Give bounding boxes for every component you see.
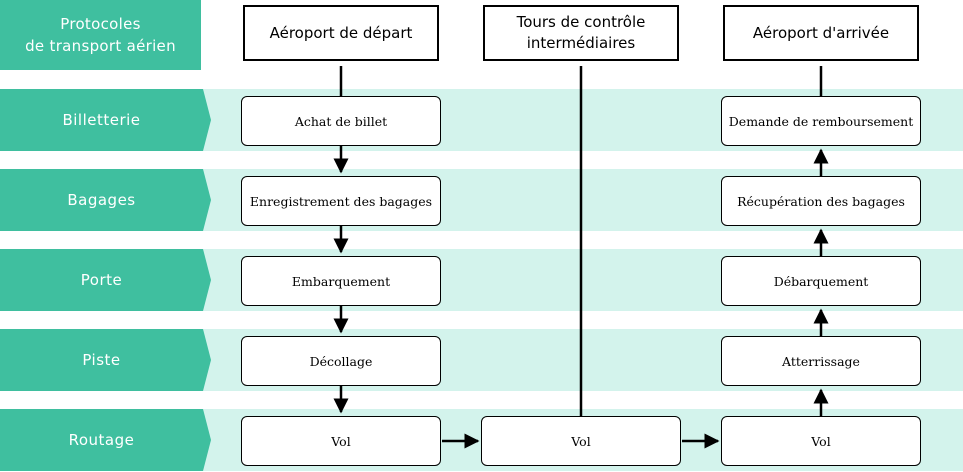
layer-piste: Piste: [0, 329, 211, 391]
layer-bagages: Bagages: [0, 169, 211, 231]
layer-label: Porte: [80, 271, 123, 289]
layer-routage: Routage: [0, 409, 211, 471]
layer-label: Billetterie: [62, 111, 141, 129]
layer-billetterie: Billetterie: [0, 89, 211, 151]
step-label: Achat de billet: [294, 113, 388, 129]
step-label: Embarquement: [291, 273, 391, 289]
step-vol-arrivee: Vol: [721, 416, 921, 466]
layer-label: Piste: [82, 351, 121, 369]
control-heading: Tours de contrôle intermédiaires: [483, 5, 679, 61]
step-enregistrement-bagages: Enregistrement des bagages: [241, 176, 441, 226]
step-embarquement: Embarquement: [241, 256, 441, 306]
step-label: Vol: [571, 433, 591, 449]
step-label: Décollage: [309, 353, 373, 369]
departure-heading-text: Aéroport de départ: [269, 23, 413, 42]
step-label: Demande de remboursement: [728, 113, 914, 129]
arrival-heading-text: Aéroport d'arrivée: [752, 23, 890, 42]
control-heading-text: Tours de contrôle intermédiaires: [516, 13, 646, 52]
step-vol-depart: Vol: [241, 416, 441, 466]
layer-porte: Porte: [0, 249, 211, 311]
layer-label: Routage: [68, 431, 135, 449]
step-label: Enregistrement des bagages: [249, 193, 433, 209]
step-vol-controle: Vol: [481, 416, 681, 466]
step-achat-de-billet: Achat de billet: [241, 96, 441, 146]
step-label: Récupération des bagages: [737, 193, 905, 209]
step-atterrissage: Atterrissage: [721, 336, 921, 386]
step-label: Débarquement: [773, 273, 869, 289]
step-label: Vol: [811, 433, 831, 449]
arrival-heading: Aéroport d'arrivée: [723, 5, 919, 61]
step-demande-remboursement: Demande de remboursement: [721, 96, 921, 146]
step-recuperation-bagages: Récupération des bagages: [721, 176, 921, 226]
departure-heading: Aéroport de départ: [243, 5, 439, 61]
step-decollage: Décollage: [241, 336, 441, 386]
step-label: Atterrissage: [782, 353, 860, 369]
step-label: Vol: [331, 433, 351, 449]
step-debarquement: Débarquement: [721, 256, 921, 306]
protocols-title-text: Protocoles de transport aérien: [25, 15, 176, 55]
protocols-title: Protocoles de transport aérien: [0, 0, 201, 70]
layer-label: Bagages: [67, 191, 136, 209]
